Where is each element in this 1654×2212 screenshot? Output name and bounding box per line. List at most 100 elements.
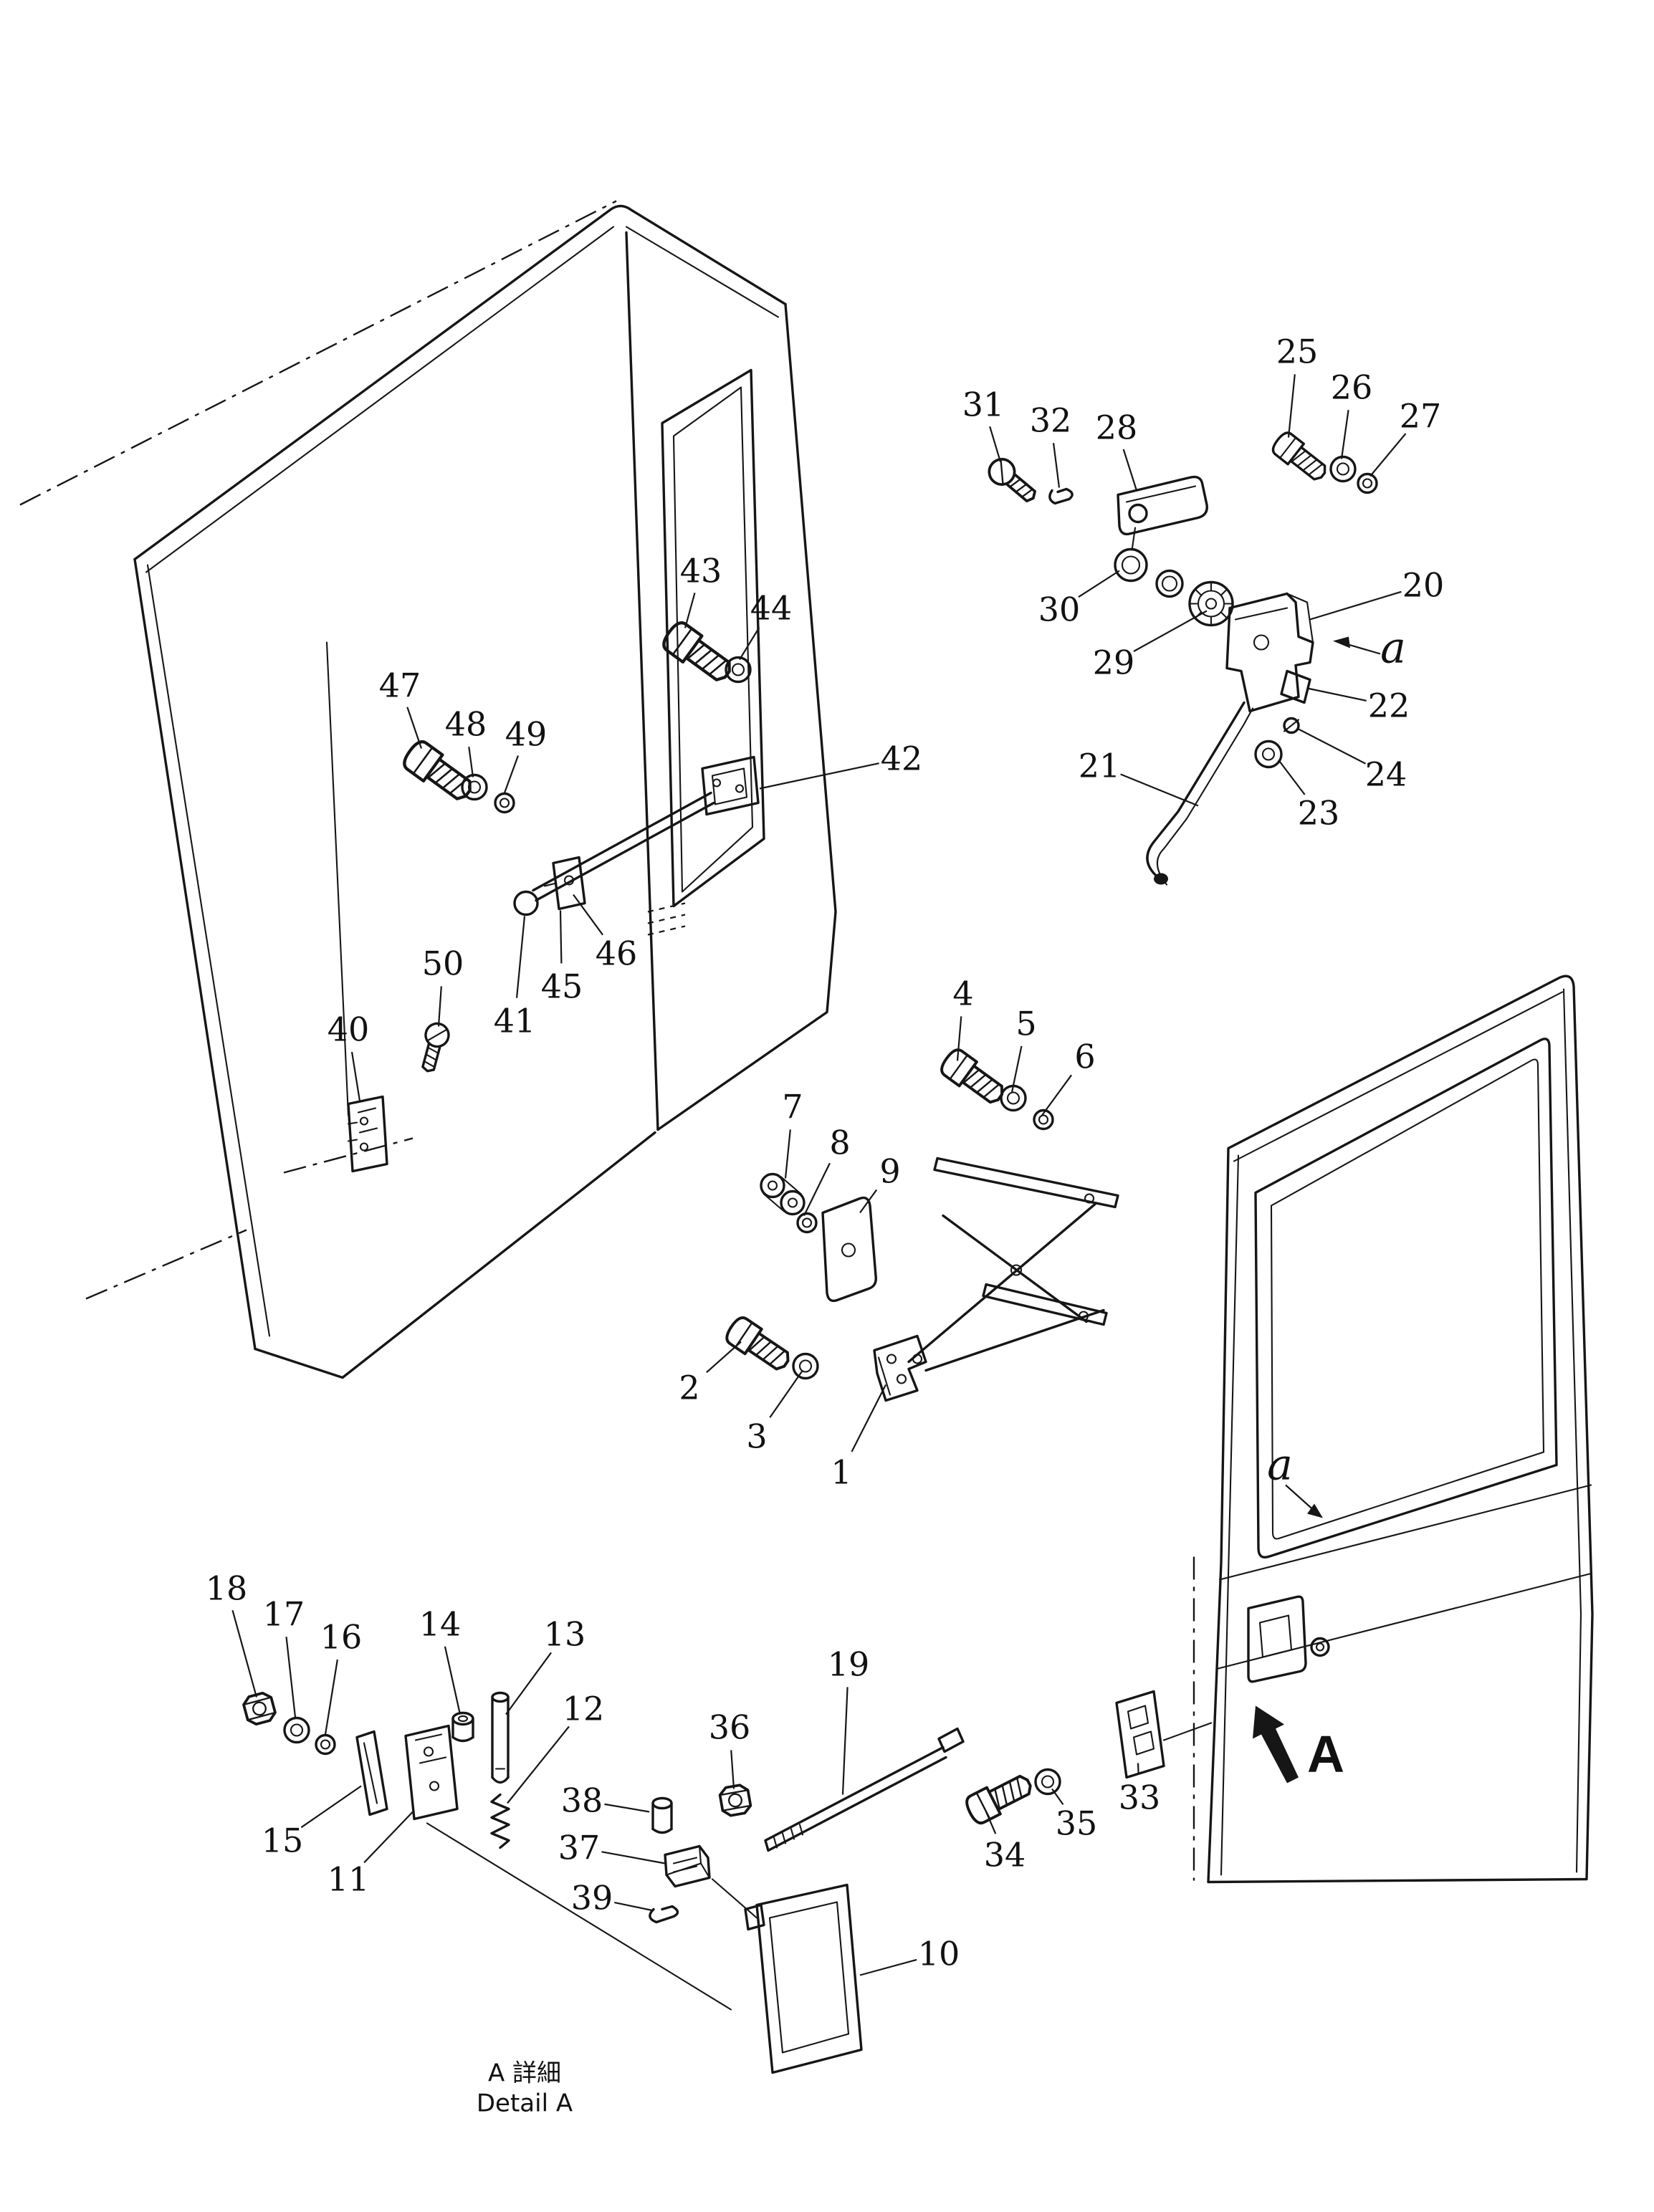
- callout-7: 7: [782, 1088, 803, 1126]
- callout-14: 14: [419, 1605, 462, 1644]
- callout-23: 23: [1298, 794, 1340, 833]
- leader-line-13: [505, 1652, 552, 1715]
- door-opening-right-edge: [656, 302, 837, 1131]
- callout-42: 42: [881, 739, 923, 778]
- leader-line-44: [739, 627, 760, 661]
- part-10-plate: [711, 1878, 863, 2074]
- part-16-washer: [315, 1733, 336, 1756]
- leader-line-11: [363, 1811, 413, 1864]
- scissor-arms: [907, 1202, 1105, 1372]
- part-26-washer: [1329, 455, 1357, 483]
- part-35-washer: [1034, 1768, 1061, 1796]
- callout-5: 5: [1015, 1005, 1036, 1043]
- leader-line-22: [1306, 687, 1367, 702]
- part-9-plate: [821, 1196, 877, 1303]
- callout-41: 41: [494, 1002, 536, 1040]
- part-41-45-46-rod: [513, 791, 715, 916]
- callout-20: 20: [1402, 566, 1445, 605]
- callout-32: 32: [1030, 401, 1072, 440]
- callout-38: 38: [561, 1781, 603, 1820]
- view-label-a-top: a: [1380, 623, 1406, 674]
- view-label-A: A: [1307, 1726, 1344, 1784]
- part-49-washer: [494, 792, 515, 814]
- door-lock-cylinder: [1310, 1637, 1330, 1657]
- reference-line-to-detail: [426, 1822, 732, 2011]
- callout-26: 26: [1331, 368, 1373, 407]
- leader-line-36: [730, 1750, 735, 1789]
- part-13-pin: [491, 1691, 510, 1784]
- door-panel: [1192, 975, 1594, 1884]
- callout-16: 16: [320, 1618, 363, 1657]
- part-18-nut: [240, 1690, 279, 1728]
- leader-line-10: [859, 1958, 917, 1976]
- detail-caption-en: Detail A: [477, 2089, 573, 2118]
- leader-line-23: [1278, 759, 1306, 795]
- part-19-rod: [764, 1727, 965, 1852]
- part-39-hook: [649, 1905, 679, 1924]
- callout-25: 25: [1276, 332, 1319, 371]
- leader-line-26: [1340, 410, 1349, 459]
- callout-10: 10: [918, 1935, 960, 1973]
- detail-caption-jp: A 詳細: [488, 2059, 561, 2088]
- callout-28: 28: [1096, 408, 1138, 447]
- part-23-roller: [1254, 739, 1283, 769]
- part-48-washer: [461, 773, 488, 801]
- leader-line-12: [507, 1725, 570, 1804]
- leader-line-21: [1120, 773, 1199, 807]
- leader-line-14: [444, 1646, 462, 1715]
- callout-21: 21: [1079, 747, 1121, 785]
- callout-9: 9: [879, 1152, 900, 1191]
- part-11-bracket: [404, 1724, 459, 1821]
- part-21-rod: [1146, 701, 1254, 886]
- leader-line-30: [1078, 570, 1120, 598]
- body-hardware: [283, 619, 760, 1174]
- callout-34: 34: [984, 1836, 1026, 1875]
- callout-35: 35: [1056, 1804, 1098, 1843]
- cab-body: [19, 200, 837, 1379]
- callout-36: 36: [709, 1708, 751, 1747]
- part-32-clip: [1048, 487, 1074, 505]
- callout-33: 33: [1119, 1778, 1161, 1817]
- callout-47: 47: [379, 666, 421, 705]
- part-37-striker-block: [664, 1844, 711, 1888]
- leader-line-18: [231, 1610, 258, 1698]
- part-31-screw: [983, 452, 1043, 509]
- leader-line-46: [573, 894, 603, 936]
- callout-50: 50: [422, 944, 464, 983]
- part-42-bracket: [701, 755, 760, 816]
- callout-40: 40: [328, 1010, 370, 1049]
- leader-line-47: [406, 707, 423, 749]
- leader-line-45: [559, 910, 563, 964]
- leader-line-16: [324, 1659, 338, 1735]
- part-30-bezel-ring: [1114, 547, 1148, 583]
- callout-4: 4: [952, 975, 973, 1013]
- leader-line-6: [1041, 1074, 1072, 1116]
- part-38-pin: [651, 1796, 673, 1834]
- callout-24: 24: [1365, 755, 1407, 794]
- callout-37: 37: [558, 1829, 601, 1867]
- part-25-bolt: [1268, 428, 1332, 487]
- leader-line-9: [859, 1189, 878, 1214]
- part-20-latch-frame: [1225, 592, 1314, 713]
- leader-line-29: [1133, 610, 1208, 652]
- leader-line-24: [1296, 727, 1367, 765]
- lower-center-hardware: [649, 1690, 1213, 2074]
- part-36-nut: [717, 1782, 753, 1819]
- part-24-pin: [1283, 717, 1300, 734]
- part-4-bolt: [936, 1045, 1010, 1111]
- leader-line-42: [759, 762, 879, 790]
- callout-layer: 1234567891011121314151617181920212223242…: [206, 332, 1445, 1976]
- window-regulator: [722, 1045, 1119, 1402]
- leader-line-27: [1369, 433, 1407, 477]
- leader-line-25: [1287, 374, 1296, 438]
- part-40-bracket: [283, 1095, 413, 1174]
- callout-43: 43: [680, 552, 722, 590]
- part-2-bolt: [722, 1313, 796, 1378]
- grooved-roller: [1188, 580, 1234, 627]
- callout-18: 18: [206, 1569, 248, 1608]
- leader-line-34: [985, 1811, 997, 1834]
- callout-8: 8: [829, 1124, 850, 1162]
- callout-15: 15: [262, 1821, 304, 1860]
- part-50-screw: [415, 1020, 453, 1076]
